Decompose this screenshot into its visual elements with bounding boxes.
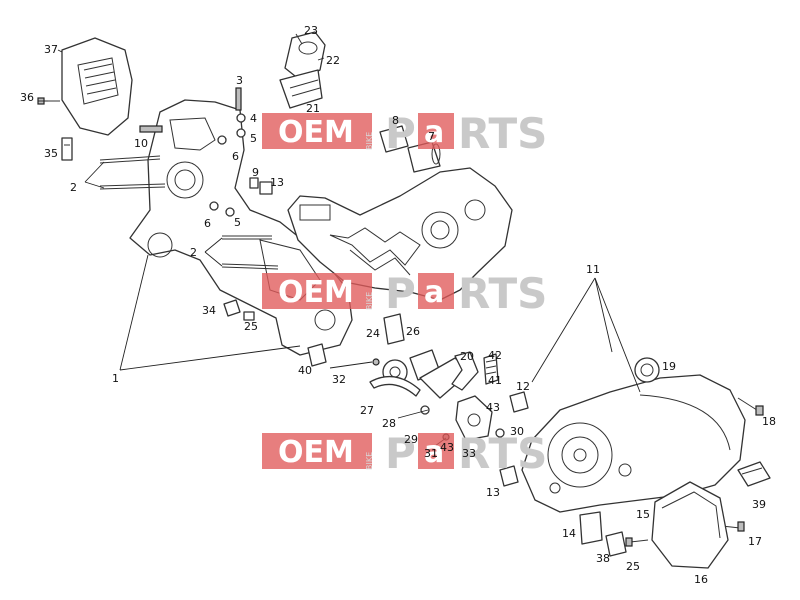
watermark-2: OEM BIKE P a RTS	[262, 269, 547, 318]
watermark-a-text: a	[424, 435, 444, 470]
callout-42: 42	[488, 349, 502, 362]
callout-2-upper: 2	[70, 181, 77, 194]
watermark-parts-text: P	[385, 429, 416, 478]
callout-30: 30	[510, 425, 524, 438]
callout-43-lower: 43	[440, 441, 454, 454]
callout-22: 22	[326, 54, 340, 67]
intake-manifold-parts-21-22-23	[279, 31, 326, 109]
watermark-bike-text: BIKE	[365, 452, 374, 470]
callout-10: 10	[134, 137, 148, 150]
clip-part-35	[61, 137, 73, 161]
callout-36: 36	[20, 91, 34, 104]
watermark-parts-text: P	[385, 269, 416, 318]
callout-19: 19	[662, 360, 676, 373]
kickstart-parts	[442, 351, 505, 441]
callout-6-upper: 6	[232, 150, 239, 163]
watermark-rts-text: RTS	[458, 429, 547, 478]
callout-18: 18	[762, 415, 776, 428]
callout-15: 15	[636, 508, 650, 521]
callout-2-lower: 2	[190, 246, 197, 259]
callout-5-upper: 5	[250, 132, 257, 145]
callout-31: 31	[424, 447, 438, 460]
callout-23: 23	[304, 24, 318, 37]
callout-9: 9	[252, 166, 259, 179]
callout-17: 17	[748, 535, 762, 548]
callout-40: 40	[298, 364, 312, 377]
callout-35: 35	[44, 147, 58, 160]
clutch-cover-parts-15-16	[651, 481, 729, 569]
watermark-rts-text: RTS	[458, 269, 547, 318]
callout-32: 32	[332, 373, 346, 386]
leader-lines	[38, 49, 641, 447]
brackets-parts-14-38-25-39	[579, 461, 771, 557]
callout-21: 21	[306, 102, 320, 115]
callout-5-lower: 5	[234, 216, 241, 229]
callout-41: 41	[488, 374, 502, 387]
callout-7: 7	[428, 130, 435, 143]
watermark-a-text: a	[424, 115, 444, 150]
watermark-oem-text: OEM	[278, 115, 354, 150]
bushings-parts-7-8	[379, 125, 441, 173]
watermark-bike-text: BIKE	[365, 132, 374, 150]
watermark-parts-text: P	[385, 109, 416, 158]
callout-20: 20	[460, 350, 474, 363]
callout-13-lower: 13	[486, 486, 500, 499]
callout-27: 27	[360, 404, 374, 417]
bearing-part-19	[634, 357, 660, 383]
small-fittings-upper	[139, 87, 273, 217]
callout-28: 28	[382, 417, 396, 430]
bolts-parts-17-18	[721, 397, 764, 532]
watermark-oem-text: OEM	[278, 275, 354, 310]
callout-3: 3	[236, 74, 243, 87]
bushing-part-13-lower	[499, 465, 519, 487]
studs-part-2	[99, 155, 279, 270]
callout-11: 11	[586, 263, 600, 276]
callout-39: 39	[752, 498, 766, 511]
callout-24: 24	[366, 327, 380, 340]
callout-labels: 37 36 35 2 10 3 4 5 6 9 13 6 5 2 23 22 2…	[20, 24, 776, 586]
callout-25-left: 25	[244, 320, 258, 333]
transmission-cover-part-11	[521, 374, 746, 513]
callout-37: 37	[44, 43, 58, 56]
callout-12: 12	[516, 380, 530, 393]
watermark-rts-text: RTS	[458, 109, 547, 158]
callout-14: 14	[562, 527, 576, 540]
callout-1: 1	[112, 372, 119, 385]
callout-25-right: 25	[626, 560, 640, 573]
callout-13-upper: 13	[270, 176, 284, 189]
watermark-1: OEM BIKE P a RTS	[262, 109, 547, 158]
callout-29: 29	[404, 433, 418, 446]
callout-43-upper: 43	[486, 401, 500, 414]
watermark-a-text: a	[424, 275, 444, 310]
watermark-bike-text: BIKE	[365, 292, 374, 310]
callout-8: 8	[392, 114, 399, 127]
small-parts-lower-left	[223, 299, 471, 415]
fan-cover-part-37	[61, 37, 133, 136]
callout-6-lower: 6	[204, 217, 211, 230]
callout-33: 33	[462, 447, 476, 460]
callout-38: 38	[596, 552, 610, 565]
callout-34: 34	[202, 304, 216, 317]
watermark-3: OEM BIKE P a RTS	[262, 429, 547, 478]
callout-4: 4	[250, 112, 257, 125]
callout-16: 16	[694, 573, 708, 586]
bushing-part-12	[509, 391, 529, 413]
watermark-oem-text: OEM	[278, 435, 354, 470]
callout-26: 26	[406, 325, 420, 338]
